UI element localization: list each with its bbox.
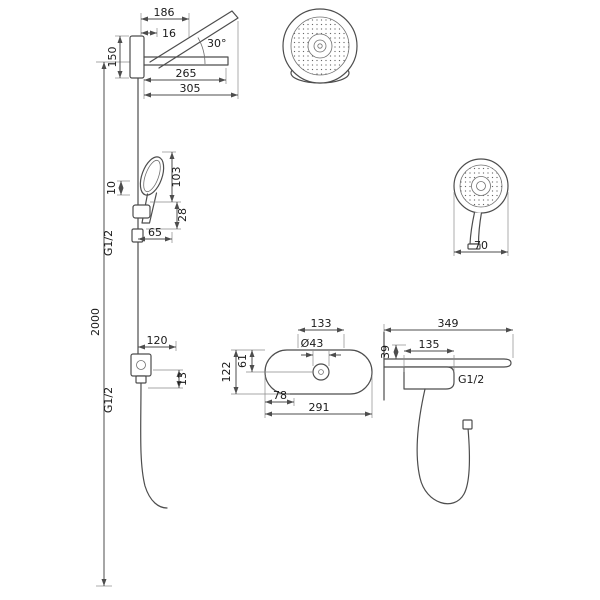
outlet-hose-nut: [135, 375, 147, 384]
wall-union: [131, 228, 144, 243]
dim-offset-16: 16: [162, 27, 176, 40]
dim-holder-reach-65: 65: [148, 226, 162, 239]
spray-face-ring: [307, 33, 333, 59]
wall-plate: [129, 35, 145, 79]
handshower-head: [139, 156, 165, 196]
dim-outlet-reach-120: 120: [147, 334, 168, 347]
wall-rail: [137, 77, 168, 509]
handshower-front-center-ring: [476, 181, 486, 191]
wall-holder: [132, 204, 151, 219]
dim-holder-height-28: 28: [176, 208, 189, 222]
shower-spout: [149, 10, 239, 69]
dim-reach-186: 186: [154, 6, 175, 19]
view-trim-plate: 133 Ø43 61 122 78 291: [220, 317, 373, 418]
overhead-shower-side-product: [129, 10, 239, 79]
overall-height-dimension: 2000: [89, 61, 130, 587]
dim-arm-length-265: 265: [176, 67, 197, 80]
label-thread-g12-shelf: G1/2: [458, 373, 484, 386]
view-overhead-shower-side: 186 16 30° 150 265 305: [106, 6, 239, 99]
outlet-boss: [136, 360, 146, 370]
handshower-head-face: [143, 159, 161, 193]
handshower-front-ring: [471, 176, 491, 196]
handshower-front-nut: [467, 243, 481, 250]
shelf: [383, 358, 512, 368]
label-thread-g12-outlet: G1/2: [102, 387, 115, 413]
dim-port-spacing-133: 133: [311, 317, 332, 330]
spray-face-center-ring: [313, 39, 327, 53]
handshower-side-dimensions: 10 103 28 G1/2 65: [102, 151, 189, 256]
dim-angle-30: 30°: [207, 37, 227, 50]
dim-head-width-70: 70: [474, 239, 488, 252]
angle-arc: [197, 37, 206, 65]
view-handshower-front: 70: [453, 158, 509, 256]
dim-wall-gap-10: 10: [105, 181, 118, 195]
dim-shelf-drop-39: 39: [379, 345, 392, 359]
shelf-hose: [416, 388, 471, 505]
dim-port-offset-78: 78: [273, 389, 287, 402]
dim-center-height-61: 61: [236, 354, 249, 368]
dim-body-length-135: 135: [419, 338, 440, 351]
outlet-elbow-product: [130, 353, 152, 384]
view-overhead-shower-top: [282, 8, 358, 84]
view-shelf-valve: 349 39 135 G1/2: [379, 317, 514, 505]
left-hose: [140, 382, 168, 509]
view-outlet-elbow: 120 13 G1/2: [102, 334, 189, 413]
outlet-elbow-dimensions: 120 13 G1/2: [102, 334, 189, 413]
shelf-valve-dimensions: 349 39 135 G1/2: [379, 317, 514, 386]
dim-total-reach-305: 305: [180, 82, 201, 95]
valve-body: [403, 366, 455, 390]
dim-hole-diameter-43: Ø43: [301, 337, 324, 350]
hose-end-nut: [462, 419, 473, 430]
view-handshower-side: 10 103 28 G1/2 65: [102, 151, 189, 256]
trim-plate-hole-center: [318, 369, 324, 375]
dim-plate-width-291: 291: [309, 401, 330, 414]
overhead-shower-side-dimensions: 186 16 30° 150 265 305: [106, 6, 239, 99]
dim-head-length-103: 103: [170, 167, 183, 188]
dim-shelf-width-349: 349: [438, 317, 459, 330]
shelf-valve-product: [383, 331, 512, 505]
outlet-bracket: [130, 353, 152, 377]
dim-mounting-height: 2000: [89, 308, 102, 336]
trim-plate-dimensions: 133 Ø43 61 122 78 291: [220, 317, 373, 418]
handshower-side-product: [131, 156, 165, 243]
dim-outlet-flange-13: 13: [176, 372, 189, 386]
dim-plate-height-122: 122: [220, 362, 233, 383]
dim-plate-height-150: 150: [106, 47, 119, 68]
handshower-front-dimensions: 70: [453, 192, 509, 256]
spray-face-center-dot: [317, 43, 323, 49]
label-thread-g12-holder: G1/2: [102, 230, 115, 256]
